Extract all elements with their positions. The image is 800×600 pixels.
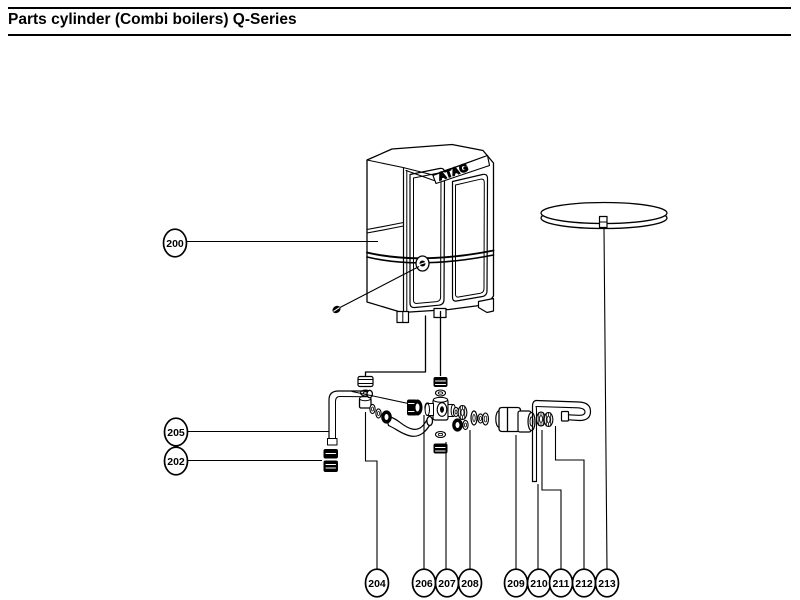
callout-circle-200[interactable]: [162, 228, 188, 258]
page-title: Parts cylinder (Combi boilers) Q-Series: [8, 11, 297, 28]
base-connection-lines: [364, 310, 442, 377]
lid-disc-drawing: [540, 201, 668, 230]
union-nut-stack: [323, 449, 338, 472]
callout-204[interactable]: 204: [364, 568, 390, 598]
strap-fastener: [415, 255, 430, 272]
callout-leader-lines: [187, 228, 608, 570]
callout-label-208: 208: [461, 578, 479, 590]
boiler-unit-drawing: ATAG: [366, 143, 495, 324]
callout-label-213: 213: [598, 578, 616, 590]
callout-205[interactable]: 205: [163, 417, 189, 447]
return-bend-pipe: [535, 399, 592, 422]
callout-211[interactable]: 211: [548, 568, 574, 598]
callout-circle-205[interactable]: [163, 417, 189, 447]
callout-200[interactable]: 200: [162, 228, 188, 258]
callout-label-205: 205: [167, 427, 185, 439]
callout-circle-202[interactable]: [163, 446, 189, 476]
compression-nut: [407, 399, 423, 416]
callout-label-206: 206: [415, 578, 433, 590]
valve-body: [495, 406, 536, 433]
dip-tube: [531, 399, 538, 483]
curved-pipe: [387, 415, 434, 437]
header-rule-bottom: [8, 34, 791, 36]
callout-208[interactable]: 208: [457, 568, 483, 598]
callout-label-202: 202: [167, 456, 185, 468]
callout-label-204: 204: [368, 578, 386, 590]
callout-label-207: 207: [438, 578, 456, 590]
callout-label-209: 209: [507, 578, 525, 590]
callout-210[interactable]: 210: [526, 568, 552, 598]
callout-label-210: 210: [530, 578, 548, 590]
callout-circle-204[interactable]: [364, 568, 390, 598]
header-rule-top: [8, 7, 791, 9]
callout-circle-213[interactable]: [594, 568, 620, 598]
callout-leader-204: [364, 412, 378, 569]
callout-leader-211: [541, 430, 562, 569]
callout-leader-212: [554, 426, 585, 569]
mounting-screw: [332, 266, 420, 314]
callout-212[interactable]: 212: [571, 568, 597, 598]
piping-assembly-drawing: [323, 375, 592, 483]
callout-213[interactable]: 213: [594, 568, 620, 598]
callout-leader-213: [603, 228, 608, 570]
elbow-pipe: [327, 375, 374, 446]
callout-label-200: 200: [166, 238, 184, 250]
callout-balloons: 200 205 202 204 206 207 208 209 210 211 212 213: [162, 228, 620, 598]
tee-fitting: [424, 376, 456, 455]
callout-207[interactable]: 207: [434, 568, 460, 598]
callout-circle-208[interactable]: [457, 568, 483, 598]
callout-label-212: 212: [575, 578, 593, 590]
callout-206[interactable]: 206: [411, 568, 437, 598]
callout-202[interactable]: 202: [163, 446, 189, 476]
callout-label-211: 211: [553, 578, 570, 590]
callout-209[interactable]: 209: [503, 568, 529, 598]
